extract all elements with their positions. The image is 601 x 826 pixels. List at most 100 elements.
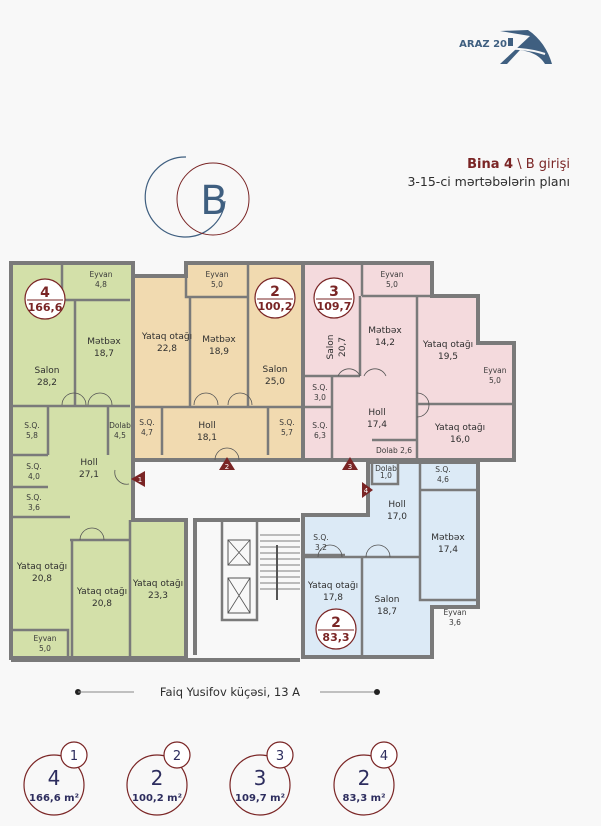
doors bbox=[61, 368, 430, 558]
room-name: Mətbəx bbox=[368, 326, 402, 336]
room-area: 4,0 bbox=[28, 472, 40, 481]
room-name: S.Q. bbox=[312, 383, 327, 392]
legend-area: 109,7 m² bbox=[235, 793, 285, 804]
legend-item-3[interactable]: 3 3 109,7 m² bbox=[229, 741, 294, 816]
room-area: 18,7 bbox=[377, 607, 397, 617]
room-area: 17,0 bbox=[387, 512, 407, 522]
entrance-letter: B bbox=[200, 178, 227, 224]
room-area: 18,7 bbox=[94, 349, 114, 359]
floor-subtitle: 3-15-ci mərtəbələrin planı bbox=[407, 174, 570, 189]
room-name: Mətbəx bbox=[431, 533, 465, 543]
room-area: 14,2 bbox=[375, 338, 395, 348]
room-name: Yataq otağı bbox=[76, 587, 127, 597]
room-name: S.Q. bbox=[26, 493, 41, 502]
street-label: Faiq Yusifov küçəsi, 13 A bbox=[75, 685, 380, 699]
room-name: Holl bbox=[368, 408, 385, 418]
room-name: Holl bbox=[198, 421, 215, 431]
legend-item-1[interactable]: 1 4 166,6 m² bbox=[23, 741, 88, 816]
svg-text:1: 1 bbox=[138, 476, 142, 484]
room-area: 17,4 bbox=[367, 420, 387, 430]
room-area: 18,1 bbox=[197, 433, 217, 443]
room-name: Dolab bbox=[375, 464, 397, 473]
svg-text:2: 2 bbox=[225, 463, 229, 471]
entrance-name: \ B girişi bbox=[513, 157, 570, 172]
apartment-badge-4[interactable]: 283,3 bbox=[315, 608, 357, 650]
room-area: 4,8 bbox=[95, 280, 107, 289]
badge-rooms: 4 bbox=[40, 285, 50, 301]
logo-text: ARAZ 20 bbox=[459, 39, 507, 50]
room-name: S.Q. bbox=[435, 465, 450, 474]
room-name: Eyvan bbox=[381, 270, 404, 279]
room-name: Mətbəx bbox=[202, 335, 236, 345]
entry-marker-3: 3 bbox=[342, 457, 358, 471]
room-name: Dolab bbox=[109, 421, 131, 430]
room-area: 17,8 bbox=[323, 593, 343, 603]
room-area: 20,8 bbox=[92, 599, 112, 609]
badge-area: 109,7 bbox=[317, 300, 352, 313]
room-name: Salon bbox=[375, 595, 400, 605]
badge-rooms: 2 bbox=[331, 615, 341, 631]
legend-index: 4 bbox=[380, 749, 388, 764]
legend-item-4[interactable]: 4 2 83,3 m² bbox=[333, 741, 398, 816]
room-name: S.Q. bbox=[313, 533, 328, 542]
svg-text:4: 4 bbox=[364, 487, 369, 495]
badge-rooms: 3 bbox=[329, 284, 339, 300]
room-name: Holl bbox=[80, 458, 97, 468]
legend-area: 166,6 m² bbox=[29, 793, 79, 804]
legend-rooms: 4 bbox=[48, 766, 61, 790]
room-area: 6,3 bbox=[314, 431, 326, 440]
room-name: Dolab 2,6 bbox=[376, 446, 412, 455]
room-area: 3,2 bbox=[315, 543, 327, 552]
logo: ARAZ 20 bbox=[459, 30, 552, 64]
logo-mark-icon bbox=[500, 30, 552, 64]
room-area: 3,6 bbox=[449, 618, 461, 627]
building-title: Bina 4 \ B girişi bbox=[467, 157, 570, 172]
room-area: 22,8 bbox=[157, 344, 177, 354]
legend-rooms: 2 bbox=[358, 766, 371, 790]
room-area: 5,0 bbox=[39, 644, 51, 653]
room-name: Eyvan bbox=[484, 366, 507, 375]
room-name: Mətbəx bbox=[87, 337, 121, 347]
entry-marker-1: 1 bbox=[131, 471, 145, 487]
room-name: S.Q. bbox=[26, 462, 41, 471]
room-name: Salon bbox=[35, 366, 60, 376]
room-area: 20,8 bbox=[32, 574, 52, 584]
room-area: 4,6 bbox=[437, 475, 449, 484]
legend-index: 1 bbox=[70, 749, 78, 764]
apartment-4 bbox=[303, 462, 480, 657]
badge-area: 83,3 bbox=[322, 631, 349, 644]
room-area: 5,7 bbox=[281, 428, 293, 437]
legend-index: 3 bbox=[276, 749, 284, 764]
room-name: Yataq otağı bbox=[434, 423, 485, 433]
room-name: Eyvan bbox=[444, 608, 467, 617]
room-area: 5,0 bbox=[489, 376, 501, 385]
room-area: 23,3 bbox=[148, 591, 168, 601]
room-area: 16,0 bbox=[450, 435, 470, 445]
room-area: 1,0 bbox=[380, 471, 392, 480]
room-area: 4,7 bbox=[141, 428, 153, 437]
legend-item-2[interactable]: 2 2 100,2 m² bbox=[126, 741, 191, 816]
room-name: Eyvan bbox=[90, 270, 113, 279]
room-area: 5,8 bbox=[26, 431, 38, 440]
room-name: Eyvan bbox=[206, 270, 229, 279]
building-name: Bina 4 bbox=[467, 157, 513, 172]
street-name: Faiq Yusifov küçəsi, 13 A bbox=[160, 685, 300, 699]
room-area: 5,0 bbox=[211, 280, 223, 289]
room-area: 19,5 bbox=[438, 352, 458, 362]
room-name: S.Q. bbox=[279, 418, 294, 427]
room-name: S.Q. bbox=[139, 418, 154, 427]
room-name: Salon bbox=[263, 365, 288, 375]
svg-text:3: 3 bbox=[348, 463, 352, 471]
room-area: 4,5 bbox=[114, 431, 126, 440]
entry-marker-2: 2 bbox=[219, 457, 235, 471]
legend-area: 100,2 m² bbox=[132, 793, 182, 804]
badge-area: 100,2 bbox=[258, 300, 293, 313]
room-name: Yataq otağı bbox=[141, 332, 192, 342]
room-name: S.Q. bbox=[312, 421, 327, 430]
